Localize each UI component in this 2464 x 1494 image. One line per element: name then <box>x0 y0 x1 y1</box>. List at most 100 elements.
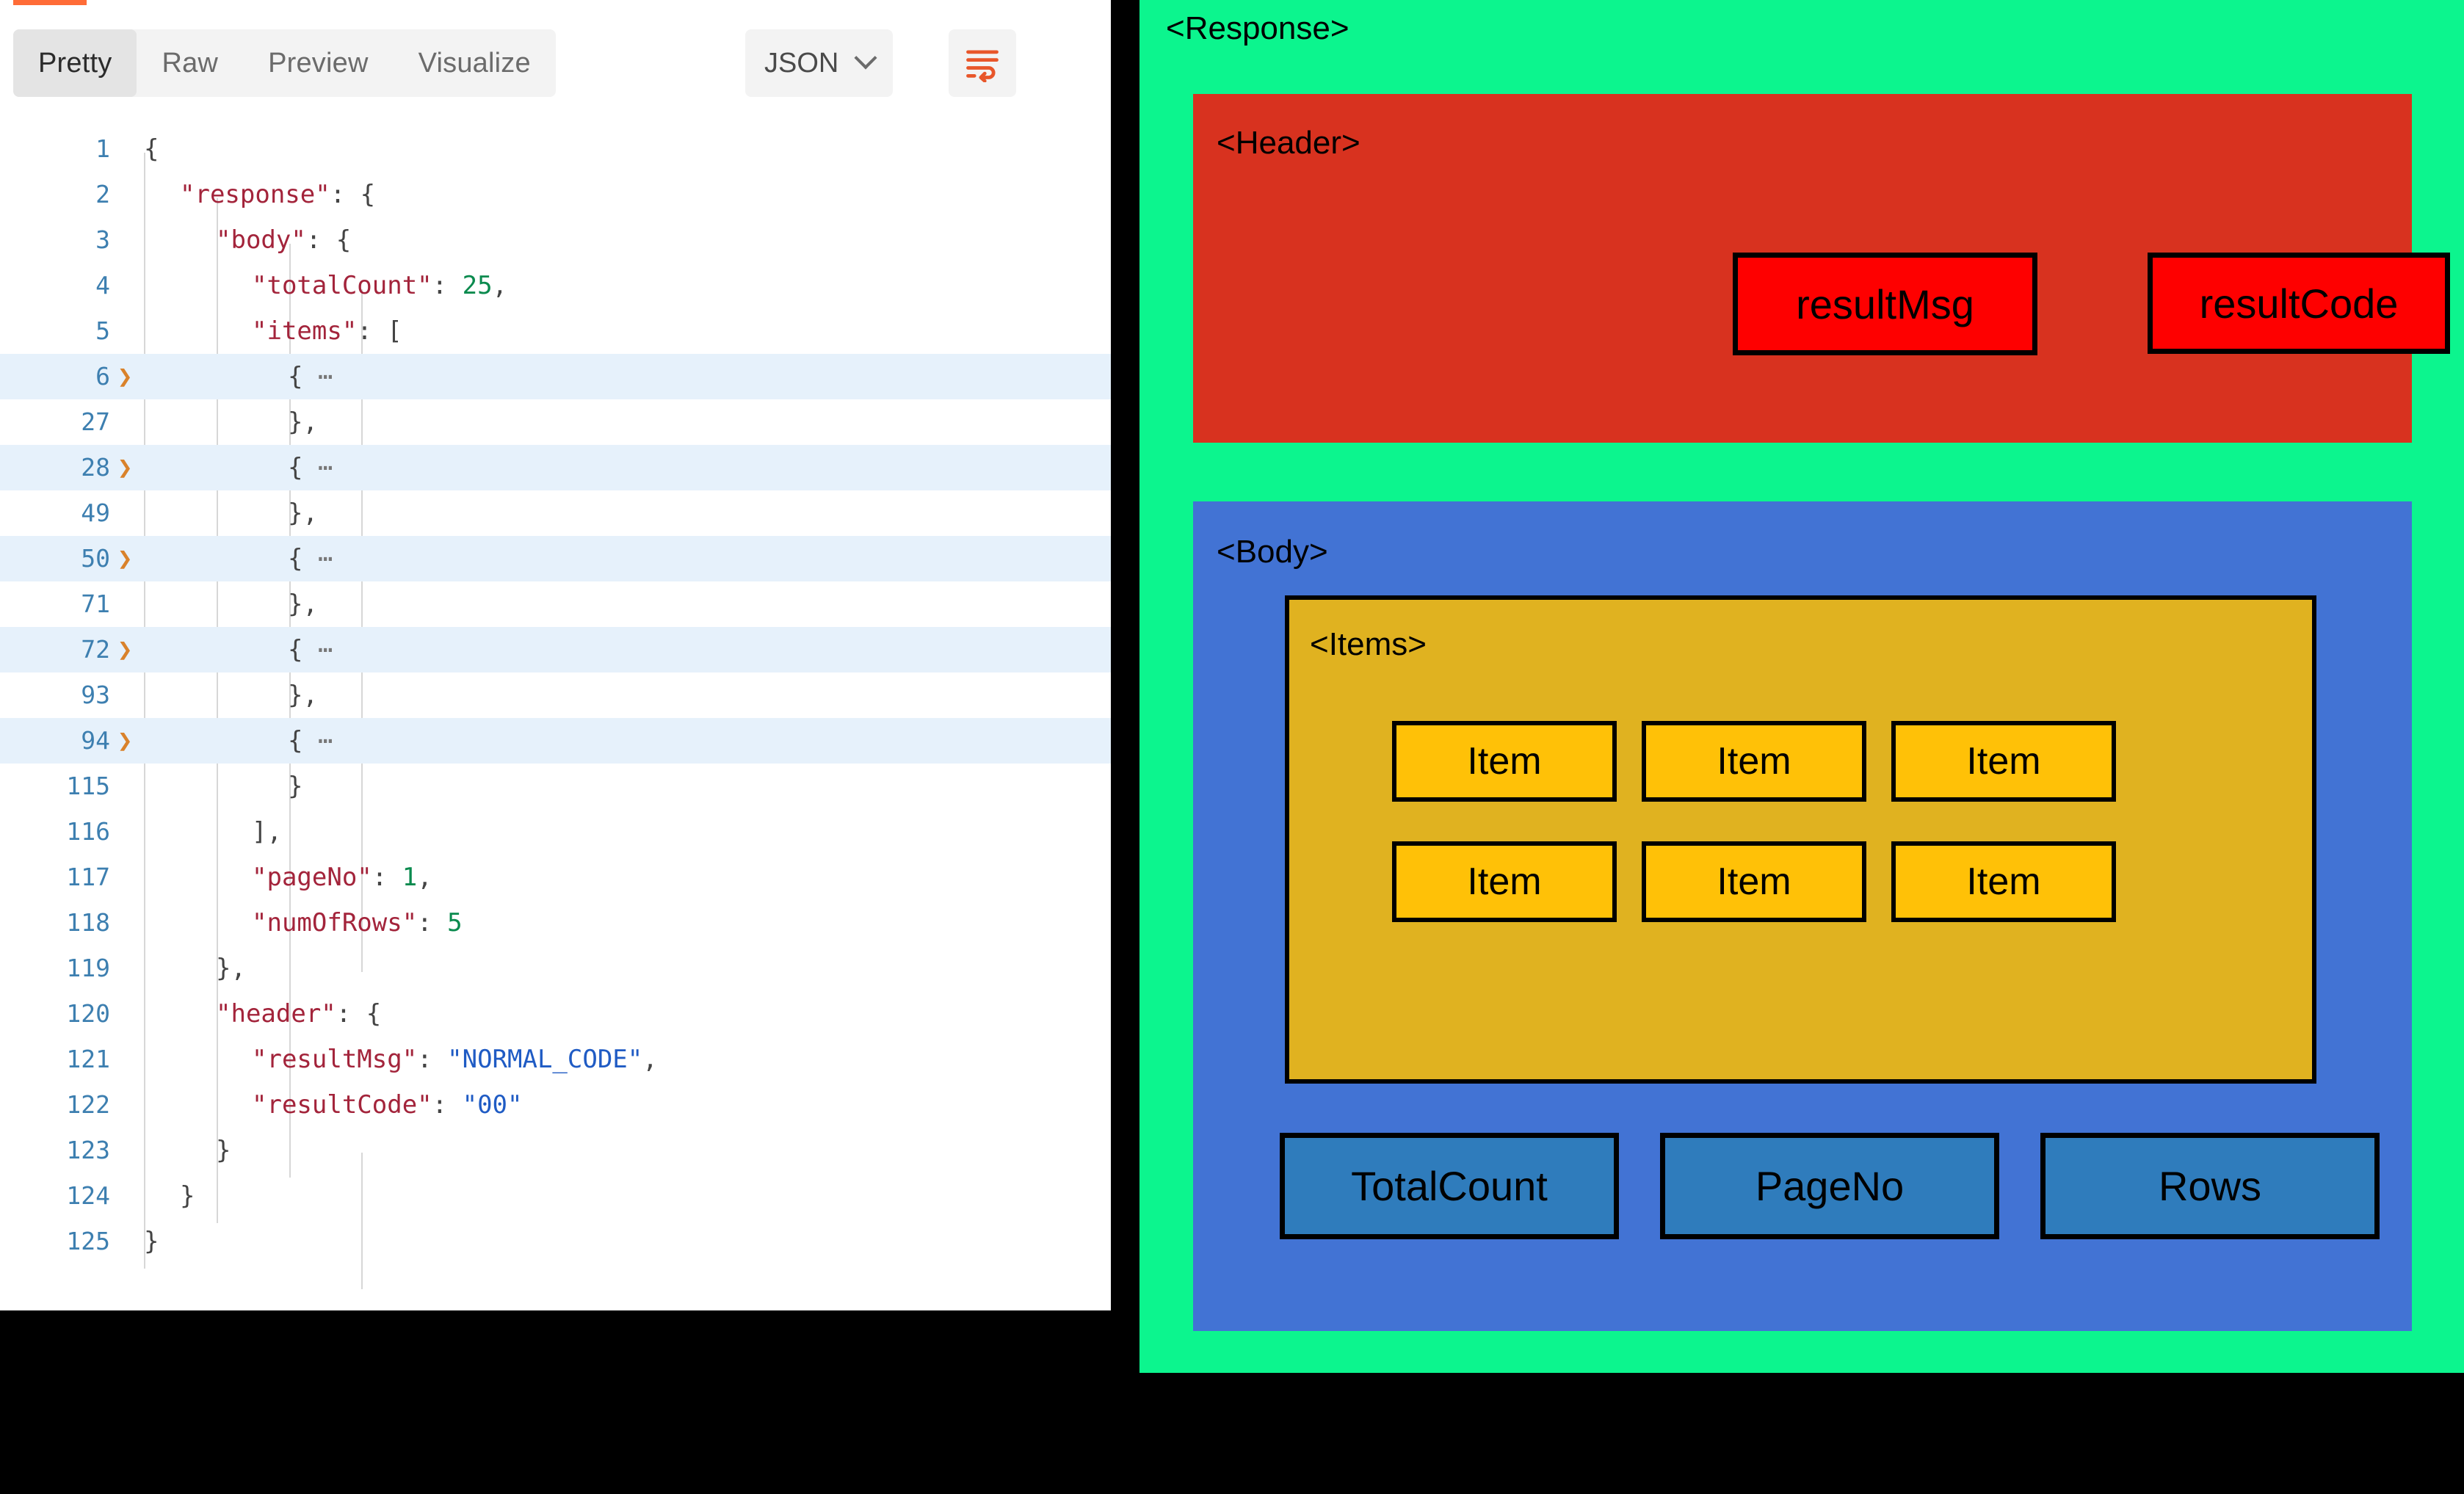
code-token: 1 <box>402 863 418 892</box>
line-number: 94 <box>81 726 110 755</box>
code-token: "header" <box>216 999 336 1029</box>
header-container: <Header> resultMsg resultCode <box>1193 94 2450 443</box>
code-line[interactable]: 71}, <box>0 581 1111 627</box>
code-token: { <box>288 635 303 664</box>
code-token: "resultMsg" <box>252 1045 418 1074</box>
code-line[interactable]: 28❯ { ⋯ <box>0 445 1111 490</box>
code-token: "00" <box>462 1090 523 1120</box>
code-line[interactable]: 115} <box>0 764 1111 809</box>
tab-visualize[interactable]: Visualize <box>418 47 531 79</box>
line-number: 2 <box>95 180 110 208</box>
code-line-text: "items": [ <box>144 308 402 354</box>
code-line-text: { ⋯ <box>144 718 333 764</box>
code-line-text: { ⋯ <box>144 354 333 399</box>
code-token: { <box>144 134 159 164</box>
line-number: 3 <box>95 225 110 254</box>
code-line-text: "pageNo": 1, <box>144 855 432 900</box>
code-token: ⋯ <box>302 362 333 391</box>
code-line[interactable]: 123} <box>0 1128 1111 1173</box>
meta-box-rows: Rows <box>2040 1133 2380 1239</box>
code-line-text: { <box>144 126 159 172</box>
wrap-lines-button[interactable] <box>949 29 1016 97</box>
code-token: { <box>288 726 303 755</box>
line-number: 115 <box>66 772 110 800</box>
tab-pretty[interactable]: Pretty <box>13 29 137 97</box>
code-token: }, <box>288 407 318 437</box>
code-token: , <box>417 863 432 892</box>
code-line[interactable]: 125} <box>0 1219 1111 1264</box>
json-code-area[interactable]: 1{2"response": {3"body": {4"totalCount":… <box>0 126 1111 1310</box>
code-line[interactable]: 6❯{ ⋯ <box>0 354 1111 399</box>
line-number: 72 <box>81 635 110 664</box>
fold-toggle-icon[interactable]: ❯ <box>117 726 133 755</box>
code-line[interactable]: 5"items": [ <box>0 308 1111 354</box>
code-line-text: { ⋯ <box>144 445 333 490</box>
code-line-text: } <box>144 764 302 809</box>
fold-toggle-icon[interactable]: ❯ <box>117 635 133 664</box>
fold-toggle-icon[interactable]: ❯ <box>117 453 133 482</box>
response-format-value: JSON <box>764 47 839 79</box>
code-line-text: "resultMsg": "NORMAL_CODE", <box>144 1037 658 1082</box>
code-line-text: } <box>144 1219 159 1264</box>
code-line-text: }, <box>144 399 318 445</box>
code-line-text: } <box>144 1128 231 1173</box>
line-number: 28 <box>81 453 110 482</box>
line-number: 120 <box>66 999 110 1028</box>
code-line[interactable]: 93}, <box>0 672 1111 718</box>
tab-preview[interactable]: Preview <box>268 47 369 79</box>
code-line[interactable]: 121"resultMsg": "NORMAL_CODE", <box>0 1037 1111 1082</box>
code-line[interactable]: 116], <box>0 809 1111 855</box>
code-token: 25 <box>462 271 493 300</box>
line-number: 124 <box>66 1181 110 1210</box>
line-number: 122 <box>66 1090 110 1119</box>
code-line-text: "resultCode": "00" <box>144 1082 522 1128</box>
fold-toggle-icon[interactable]: ❯ <box>117 362 133 391</box>
indent-guide <box>289 244 291 1178</box>
code-line[interactable]: 122 "resultCode": "00" <box>0 1082 1111 1128</box>
body-container-label: <Body> <box>1217 534 1328 570</box>
code-line[interactable]: 124} <box>0 1173 1111 1219</box>
line-number: 119 <box>66 954 110 982</box>
code-line[interactable]: 2"response": { <box>0 172 1111 217</box>
code-line[interactable]: 117"pageNo": 1, <box>0 855 1111 900</box>
tab-raw[interactable]: Raw <box>162 47 219 79</box>
code-line[interactable]: 118"numOfRows": 5 <box>0 900 1111 946</box>
code-token: ⋯ <box>302 544 333 573</box>
item-box: Item <box>1642 721 1866 802</box>
code-token: , <box>642 1045 658 1074</box>
fold-toggle-icon[interactable]: ❯ <box>117 544 133 573</box>
code-line[interactable]: 49}, <box>0 490 1111 536</box>
code-line[interactable]: 4"totalCount": 25, <box>0 263 1111 308</box>
response-container-label: <Response> <box>1166 10 1349 46</box>
code-token: "pageNo" <box>252 863 372 892</box>
code-line[interactable]: 72❯{ ⋯ <box>0 627 1111 672</box>
indent-guide <box>217 198 218 1223</box>
line-number: 116 <box>66 817 110 846</box>
response-format-select[interactable]: JSON <box>745 29 894 97</box>
code-line[interactable]: 120"header": { <box>0 991 1111 1037</box>
code-token: : <box>432 1090 463 1120</box>
code-line[interactable]: 1{ <box>0 126 1111 172</box>
code-line-text: "totalCount": 25, <box>144 263 507 308</box>
item-box: Item <box>1392 841 1617 922</box>
response-toolbar: Pretty Raw Preview Visualize JSON <box>0 16 1111 97</box>
code-token: "items" <box>252 316 358 346</box>
line-number: 1 <box>95 134 110 163</box>
code-line[interactable]: 119}, <box>0 946 1111 991</box>
code-line-text: }, <box>144 581 318 627</box>
code-token: } <box>216 1136 231 1165</box>
code-token: "numOfRows" <box>252 908 418 938</box>
code-token: }, <box>288 498 318 528</box>
accent-bar <box>13 0 87 5</box>
code-line[interactable]: 94❯ { ⋯ <box>0 718 1111 764</box>
code-line[interactable]: 3"body": { <box>0 217 1111 263</box>
code-token: : <box>417 908 448 938</box>
meta-box-pageno: PageNo <box>1660 1133 1999 1239</box>
code-line[interactable]: 27}, <box>0 399 1111 445</box>
code-line[interactable]: 50❯{ ⋯ <box>0 536 1111 581</box>
item-box: Item <box>1642 841 1866 922</box>
